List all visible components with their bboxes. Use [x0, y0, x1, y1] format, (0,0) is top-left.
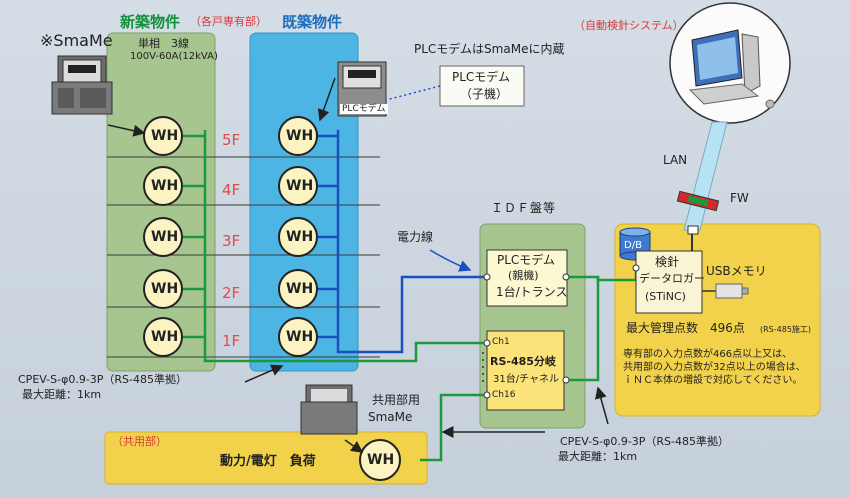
auto-meter-system-label: （自動検針システム） — [574, 19, 684, 32]
plc-child-line1: PLCモデム — [452, 70, 511, 84]
wh-label: WH — [286, 329, 314, 345]
plc-child-line2: （子機） — [460, 87, 509, 101]
floor-dividers — [107, 156, 380, 358]
logger-line3: (STiNC) — [645, 290, 686, 303]
existing-building-header: 既築物件 — [282, 13, 343, 31]
common-area-panel — [104, 431, 428, 485]
cable-left-line1: CPEV-S-φ0.9-3P（RS-485準拠） — [18, 373, 188, 386]
floor-label-2f: 2F — [222, 284, 241, 302]
green-rs485-lines — [183, 130, 638, 462]
meter-spec-line2: 100V-60A(12kVA) — [130, 51, 218, 62]
floor-label-1f: 1F — [222, 332, 241, 350]
lan-cable — [683, 121, 728, 231]
wh-label: WH — [286, 281, 314, 297]
plc-parent-line3: 1台/トランス — [496, 285, 568, 299]
logger-line1: 検針 — [655, 255, 680, 269]
db-label: D/B — [624, 240, 642, 251]
power-line-label: 電力線 — [397, 230, 434, 244]
cable-right-line2: 最大距離：1km — [558, 450, 638, 463]
cable-right-line1: CPEV-S-φ0.9-3P（RS-485準拠） — [560, 435, 730, 448]
common-smame-line2: SmaMe — [368, 410, 413, 424]
blue-power-lines — [318, 130, 487, 354]
note-line2: 共用部の入力点数が32点以上の場合は、 — [623, 362, 806, 373]
computer-icon — [688, 29, 775, 109]
wh-label: WH — [151, 128, 179, 144]
wh-label: WH — [367, 452, 395, 468]
common-smame-line1: 共用部用 — [372, 393, 421, 407]
new-building-header: 新築物件 — [120, 13, 181, 31]
per-unit-label: （各戸専有部） — [190, 15, 267, 28]
smame-label: ※SmaMe — [40, 31, 113, 50]
rs485-title: RS-485分岐 — [490, 355, 556, 368]
meter-spec-line1: 単相 3線 — [138, 37, 189, 50]
smame-meter-illustration — [51, 55, 113, 115]
idf-label: ＩＤＦ盤等 — [491, 201, 557, 215]
floor-label-5f: 5F — [222, 131, 241, 149]
note-line1: 専有部の入力点数が466点以上又は、 — [623, 349, 793, 360]
rs485-ch16: Ch16 — [492, 390, 516, 400]
max-points-sub: (RS-485施工) — [760, 325, 812, 334]
wh-label: WH — [151, 229, 179, 245]
annotation-arrows — [107, 77, 609, 453]
plc-parent-line2: (親機) — [508, 269, 539, 282]
usb-label: USBメモリ — [706, 264, 767, 278]
note-line3: ｉＮＣ本体の増設で対応してください。 — [623, 375, 803, 386]
common-smame-illustration — [300, 384, 358, 435]
wh-circles — [143, 116, 401, 481]
floor-label-3f: 3F — [222, 232, 241, 250]
rs485-ch1: Ch1 — [492, 337, 510, 347]
fw-label: FW — [730, 191, 749, 205]
wh-label: WH — [286, 178, 314, 194]
max-points-main: 最大管理点数 496点 — [626, 321, 745, 335]
lan-label: LAN — [663, 153, 688, 167]
data-logger-box — [635, 250, 703, 314]
wh-label: WH — [286, 229, 314, 245]
meter-plc-label: PLCモデム — [340, 104, 388, 115]
rs485-box — [486, 330, 565, 411]
common-section-label: （共用部） — [112, 435, 167, 448]
plc-child-box — [439, 65, 525, 107]
usb-memory-icon — [715, 283, 743, 299]
wh-label: WH — [151, 329, 179, 345]
logger-line2: データロガー — [639, 272, 705, 285]
wh-label: WH — [286, 128, 314, 144]
floor-label-4f: 4F — [222, 181, 241, 199]
wh-label: WH — [151, 178, 179, 194]
plc-parent-line1: PLCモデム — [497, 253, 556, 267]
load-label: 動力/電灯 負荷 — [220, 454, 316, 469]
cable-left-line2: 最大距離：1km — [22, 388, 102, 401]
plc-builtin-note: PLCモデムはSmaMeに内蔵 — [414, 42, 565, 56]
wh-label: WH — [151, 281, 179, 297]
rs485-sub: 31台/チャネル — [493, 374, 559, 385]
